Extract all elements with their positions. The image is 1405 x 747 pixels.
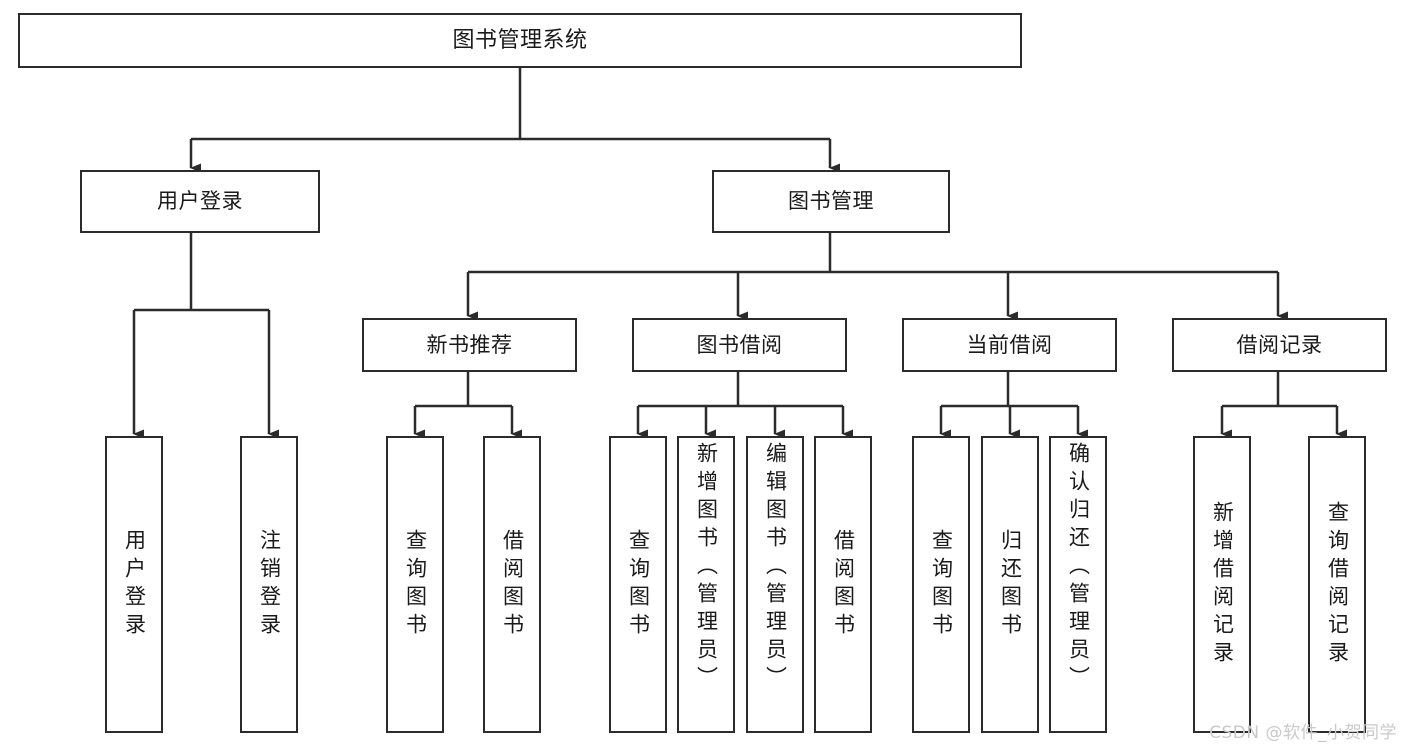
- node-leaf-confirm-return-label: 确认归还（管理员）: [1066, 442, 1091, 694]
- node-current-borrow-label: 当前借阅: [966, 332, 1053, 357]
- node-leaf-query-book-2[interactable]: 查询图书: [609, 436, 667, 733]
- node-current-borrow[interactable]: 当前借阅: [902, 318, 1117, 372]
- node-new-book-recommend[interactable]: 新书推荐: [362, 318, 577, 372]
- node-leaf-logout-label: 注销登录: [257, 528, 282, 641]
- node-leaf-query-book-2-label: 查询图书: [626, 528, 651, 641]
- node-leaf-query-book-3-label: 查询图书: [929, 528, 954, 641]
- node-root[interactable]: 图书管理系统: [18, 13, 1022, 68]
- node-user-login-label: 用户登录: [157, 189, 243, 213]
- node-leaf-borrow-book-1-label: 借阅图书: [500, 528, 525, 641]
- node-root-label: 图书管理系统: [452, 27, 588, 53]
- node-leaf-borrow-book-2-label: 借阅图书: [831, 528, 856, 641]
- node-leaf-user-login[interactable]: 用户登录: [105, 436, 163, 733]
- node-borrow-record-label: 借阅记录: [1236, 332, 1323, 357]
- node-leaf-add-record[interactable]: 新增借阅记录: [1193, 436, 1251, 733]
- node-leaf-add-book[interactable]: 新增图书（管理员）: [677, 436, 735, 733]
- node-leaf-user-login-label: 用户登录: [122, 528, 147, 641]
- node-leaf-add-record-label: 新增借阅记录: [1210, 500, 1235, 669]
- node-new-book-recommend-label: 新书推荐: [426, 332, 513, 357]
- node-leaf-query-record-label: 查询借阅记录: [1325, 500, 1350, 669]
- node-leaf-query-book-1-label: 查询图书: [403, 528, 428, 641]
- node-leaf-add-book-label: 新增图书（管理员）: [694, 442, 719, 694]
- node-book-borrow[interactable]: 图书借阅: [632, 318, 847, 372]
- node-book-borrow-label: 图书借阅: [696, 332, 783, 357]
- node-leaf-borrow-book-1[interactable]: 借阅图书: [483, 436, 541, 733]
- node-leaf-confirm-return[interactable]: 确认归还（管理员）: [1049, 436, 1107, 733]
- node-user-login[interactable]: 用户登录: [80, 170, 320, 233]
- node-leaf-query-book-1[interactable]: 查询图书: [386, 436, 444, 733]
- node-leaf-logout[interactable]: 注销登录: [240, 436, 298, 733]
- node-leaf-query-record[interactable]: 查询借阅记录: [1308, 436, 1366, 733]
- node-leaf-return-book-label: 归还图书: [998, 528, 1023, 641]
- node-borrow-record[interactable]: 借阅记录: [1172, 318, 1387, 372]
- node-book-manage-label: 图书管理: [788, 189, 874, 213]
- watermark: CSDN @软件_小贺同学: [1209, 723, 1397, 743]
- node-leaf-borrow-book-2[interactable]: 借阅图书: [814, 436, 872, 733]
- node-book-manage[interactable]: 图书管理: [712, 170, 950, 233]
- node-leaf-return-book[interactable]: 归还图书: [981, 436, 1039, 733]
- node-leaf-query-book-3[interactable]: 查询图书: [912, 436, 970, 733]
- node-leaf-edit-book-label: 编辑图书（管理员）: [763, 442, 788, 694]
- node-leaf-edit-book[interactable]: 编辑图书（管理员）: [746, 436, 804, 733]
